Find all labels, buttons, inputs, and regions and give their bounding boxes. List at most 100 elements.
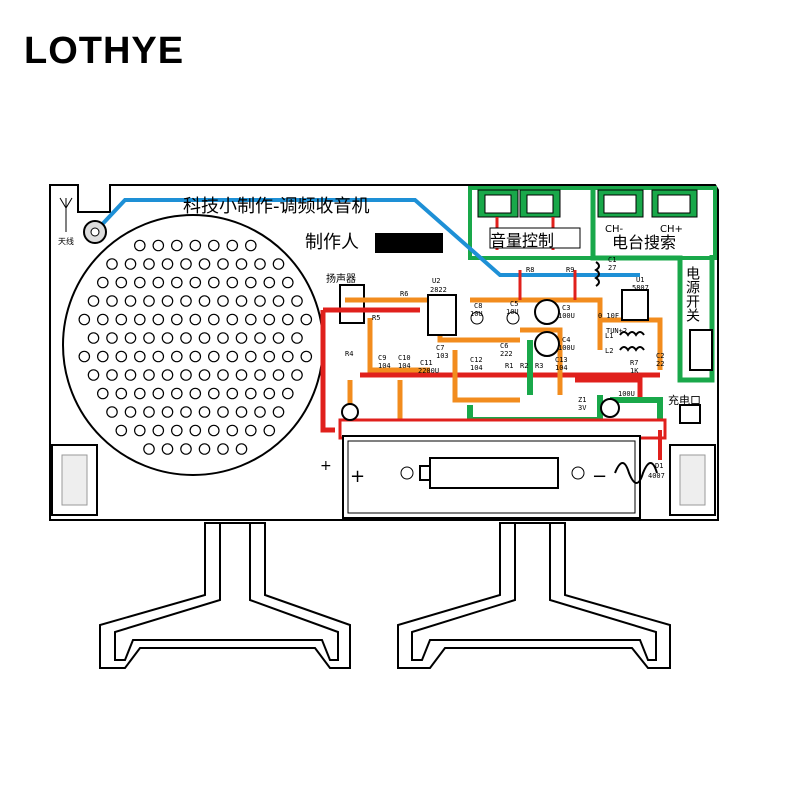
component-label-c1v: 27 xyxy=(608,264,616,272)
speaker-hole xyxy=(78,313,91,326)
component-label-c3: C3 xyxy=(562,304,570,312)
component-label-c6: C6 xyxy=(500,342,508,350)
speaker-hole xyxy=(152,350,165,363)
speaker-hole xyxy=(300,313,313,326)
component-label-c13v: 104 xyxy=(555,364,568,372)
speaker-hole xyxy=(106,332,118,344)
battery-spring xyxy=(614,462,658,484)
component-label-u1: U1 xyxy=(636,276,644,284)
speaker-hole xyxy=(208,313,220,326)
component-label-c11v: 2200U xyxy=(418,367,439,375)
speaker-hole xyxy=(97,276,109,289)
speaker-hole xyxy=(124,295,137,307)
speaker-hole xyxy=(254,406,266,418)
speaker-hole xyxy=(106,258,118,270)
speaker-hole xyxy=(115,276,128,289)
ch-minus-label: CH- xyxy=(605,224,624,235)
speaker-hole xyxy=(272,406,285,418)
speaker-hole xyxy=(143,258,155,270)
speaker-hole xyxy=(189,276,202,289)
component-label-u2: U2 xyxy=(432,277,440,285)
speaker-hole xyxy=(245,239,257,252)
speaker-hole xyxy=(115,350,128,363)
speaker-hole xyxy=(217,443,229,455)
tuning-buttons xyxy=(597,189,698,218)
speaker-hole xyxy=(281,313,294,326)
speaker-hole xyxy=(254,332,266,344)
tuning-label: 电台搜索 xyxy=(612,233,676,252)
ch-plus-label: CH+ xyxy=(660,224,683,235)
speaker-hole xyxy=(87,295,100,307)
speaker-hole xyxy=(263,276,276,289)
component-label-c3v: 100U xyxy=(558,312,575,320)
ic-u2 xyxy=(427,294,457,336)
component-label-tun: TUN+2 xyxy=(606,327,627,335)
component-label-c13: C13 xyxy=(555,356,568,364)
component-label-c2: C2 xyxy=(656,352,664,360)
component-label-c7v: 103 xyxy=(436,352,449,360)
ic-u1 xyxy=(621,289,649,321)
speaker-hole xyxy=(143,443,155,455)
speaker-hole xyxy=(161,443,174,455)
component-label-c12v: 104 xyxy=(470,364,483,372)
component-label-r7: R7 xyxy=(630,359,638,367)
speaker-hole xyxy=(106,406,118,418)
component-label-c4: C4 xyxy=(562,336,570,344)
speaker-hole xyxy=(291,369,303,381)
speaker-hole xyxy=(171,276,183,289)
speaker-hole xyxy=(272,258,285,270)
board-plus-label: + xyxy=(320,458,332,474)
speaker-hole xyxy=(180,295,192,307)
speaker-hole xyxy=(180,258,192,270)
speaker-hole xyxy=(263,424,276,437)
speaker-hole xyxy=(143,332,155,344)
speaker-hole xyxy=(245,387,257,400)
volume-label: 音量控制 xyxy=(490,231,554,250)
antenna-label: 天线 xyxy=(58,236,74,246)
speaker-hole xyxy=(189,387,202,400)
component-label-u1v: 5807 xyxy=(632,284,649,292)
speaker-hole xyxy=(291,332,303,344)
maker-label: 制作人 xyxy=(305,232,359,253)
speaker-hole xyxy=(198,332,211,344)
battery-holder xyxy=(342,435,658,519)
speaker-hole xyxy=(134,239,146,252)
component-label-r3: R3 xyxy=(535,362,543,370)
speaker-grille xyxy=(62,214,324,476)
speaker-hole xyxy=(226,387,239,400)
speaker-hole xyxy=(180,369,192,381)
speaker-hole xyxy=(254,295,266,307)
speaker-hole xyxy=(106,295,118,307)
component-label-c5v: 10U xyxy=(506,308,519,316)
speaker-hole xyxy=(198,443,211,455)
charge-port xyxy=(679,404,701,424)
coil-l1 xyxy=(619,331,645,337)
antenna-icon xyxy=(59,197,73,232)
speaker-hole xyxy=(152,239,165,252)
speaker-hole xyxy=(245,424,257,437)
speaker-hole xyxy=(87,369,100,381)
speaker-hole xyxy=(134,276,146,289)
component-label-z1v: 3V xyxy=(578,404,587,412)
speaker-hole xyxy=(124,369,137,381)
battery-plus-label: + xyxy=(350,466,365,487)
speaker-hole xyxy=(245,350,257,363)
speaker-hole xyxy=(208,387,220,400)
speaker-hole xyxy=(152,424,165,437)
speaker-hole xyxy=(115,313,128,326)
speaker-hole xyxy=(180,332,192,344)
component-label-c4v: 100U xyxy=(558,344,575,352)
speaker-hole xyxy=(124,332,137,344)
component-label-r7v: 1K xyxy=(630,367,639,375)
speaker-hole xyxy=(124,406,137,418)
component-label-c7: C7 xyxy=(436,344,444,352)
speaker-hole xyxy=(161,369,174,381)
speaker-hole xyxy=(291,295,303,307)
speaker-hole xyxy=(226,350,239,363)
component-label-c10: C10 xyxy=(398,354,411,362)
speaker-hole xyxy=(281,276,294,289)
component-label-r2: R2 xyxy=(520,362,528,370)
speaker-hole xyxy=(152,387,165,400)
speaker-hole xyxy=(189,424,202,437)
